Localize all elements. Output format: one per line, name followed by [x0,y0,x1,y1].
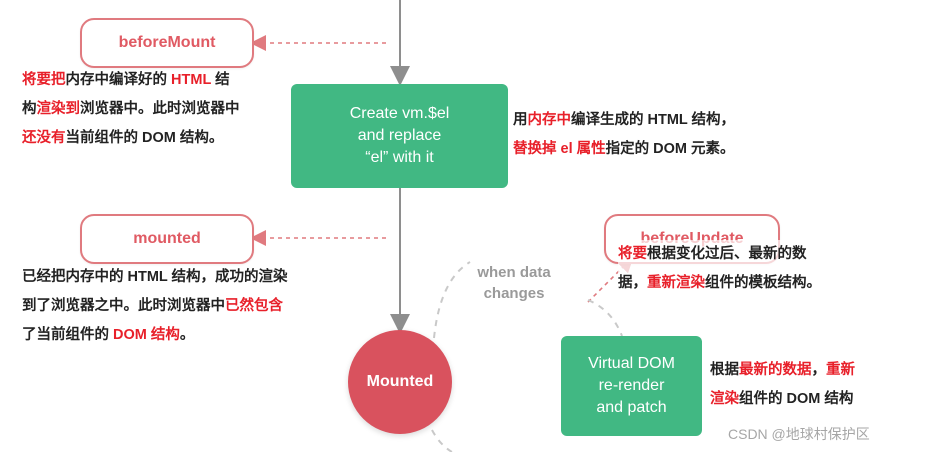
csdn-watermark: CSDN @地球村保护区 [728,426,870,442]
note-create-line1: 用内存中编译生成的 HTML 结构， [513,112,736,128]
vdom-box-line3: and patch [596,399,667,416]
note-beforeupdate-line2: 据，重新渲染组件的模板结构。 [618,275,821,291]
when-data-changes-label: when data changes [477,264,551,302]
create-box-line3: “el” with it [365,149,434,166]
note-mounted-line3: 了当前组件的 DOM 结构。 [22,327,195,343]
note-beforemount: 将要把内存中编译好的 HTML 结 构渲染到浏览器中。此时浏览器中 还没有当前组… [22,66,297,153]
mounted-circle-label: Mounted [366,373,434,390]
note-beforemount-line2: 构渲染到浏览器中。此时浏览器中 [22,101,240,117]
note-create-line2: 替换掉 el 属性指定的 DOM 元素。 [513,141,735,157]
note-vdom: 根据最新的数据，重新 渲染组件的 DOM 结构 [710,356,920,414]
note-mounted: 已经把内存中的 HTML 结构，成功的渲染 到了浏览器之中。此时浏览器中已然包含… [22,263,367,350]
vdom-box-line2: re-render [598,377,665,394]
hook-mounted-label: mounted [133,230,201,247]
create-box-line1: Create vm.$el [349,105,450,122]
note-mounted-line1: 已经把内存中的 HTML 结构，成功的渲染 [22,269,288,285]
create-vm-el-box: Create vm.$el and replace “el” with it [291,84,508,188]
note-vdom-line2: 渲染组件的 DOM 结构 [710,391,854,407]
note-beforeupdate: 将要根据变化过后、最新的数 据，重新渲染组件的模板结构。 [618,240,888,298]
hook-beforemount: beforeMount [80,18,254,68]
note-beforemount-line1: 将要把内存中编译好的 HTML 结 [22,72,230,88]
note-beforemount-line3: 还没有当前组件的 DOM 结构。 [22,130,224,146]
mounted-circle: Mounted [348,330,452,434]
virtual-dom-box: Virtual DOM re-render and patch [561,336,702,436]
vdom-box-line1: Virtual DOM [588,355,675,372]
update-loop-arc-bottom [431,429,453,452]
note-beforeupdate-line1: 将要根据变化过后、最新的数 [618,246,807,262]
create-box-line2: and replace [357,127,442,144]
update-loop-arc-right [587,299,623,337]
note-mounted-line2: 到了浏览器之中。此时浏览器中已然包含 [22,298,283,314]
hook-beforemount-label: beforeMount [118,34,216,51]
note-vdom-line1: 根据最新的数据，重新 [710,362,855,378]
note-create: 用内存中编译生成的 HTML 结构， 替换掉 el 属性指定的 DOM 元素。 [513,106,813,164]
hook-mounted: mounted [80,214,254,264]
arrow-to-beforeupdate [587,256,634,303]
update-loop-arc [433,261,471,339]
